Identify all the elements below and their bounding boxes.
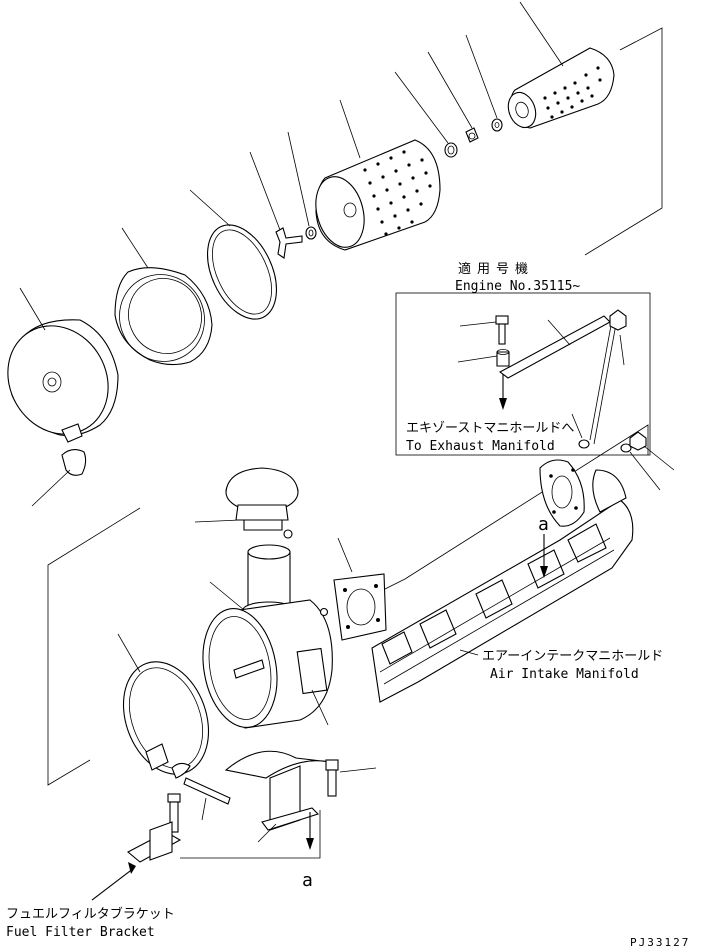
mount-bolt-right bbox=[325, 759, 377, 797]
air-cleaner-body bbox=[202, 544, 333, 729]
intake-label-en: Air Intake Manifold bbox=[490, 667, 639, 682]
inset-bolt bbox=[459, 315, 509, 345]
inset-applicable-jp: 適用号機 bbox=[458, 261, 534, 277]
flange-gasket bbox=[333, 537, 387, 641]
upper-group-outline bbox=[584, 27, 663, 256]
manifold-flange bbox=[539, 459, 585, 527]
drawing-id: PJ33127 bbox=[630, 936, 690, 949]
lower-group-outline bbox=[47, 424, 649, 859]
long-bolt bbox=[183, 777, 231, 821]
view-arrow-top bbox=[540, 534, 548, 578]
view-label-a-bottom: a bbox=[302, 870, 313, 891]
bracket-label-en: Fuel Filter Bracket bbox=[6, 925, 155, 940]
wing-bolt bbox=[249, 151, 303, 259]
fuel-filter-bracket bbox=[91, 821, 182, 901]
air-intake-manifold bbox=[371, 469, 634, 703]
evacuator-valve bbox=[31, 449, 87, 507]
inner-filter-element bbox=[315, 99, 441, 251]
inset-engine-no: Engine No.35115~ bbox=[455, 279, 580, 294]
view-arrow-bottom bbox=[306, 812, 314, 850]
washer-small bbox=[427, 51, 479, 143]
mount-bolt-left bbox=[167, 793, 181, 833]
inset-exhaust-jp: エキゾーストマニホールドへ bbox=[406, 421, 574, 436]
inset-box: 適用号機 Engine No.35115~ エキゾーストマニホールドへ To E… bbox=[395, 261, 651, 456]
inset-nut bbox=[571, 309, 627, 449]
bracket-label-jp: フュエルフィルタブラケット bbox=[6, 906, 175, 922]
rubber-sleeve bbox=[114, 227, 213, 366]
inset-spacer bbox=[457, 349, 510, 367]
outer-filter-element bbox=[507, 1, 615, 129]
inset-exhaust-en: To Exhaust Manifold bbox=[406, 439, 555, 454]
intake-label-jp: エアーインテークマニホールド bbox=[482, 649, 663, 664]
washer-mid bbox=[287, 131, 317, 240]
band-clamp bbox=[117, 633, 210, 775]
precleaner-hood bbox=[194, 467, 299, 539]
manifold-nuts bbox=[620, 431, 675, 491]
saddle-bracket bbox=[224, 750, 331, 843]
clamp-hook bbox=[171, 762, 191, 779]
air-cleaner-cap bbox=[7, 287, 119, 443]
gasket-ring bbox=[189, 189, 277, 320]
view-label-a-top: a bbox=[538, 514, 549, 535]
wing-nut-small bbox=[465, 34, 503, 132]
o-ring-small bbox=[394, 71, 458, 158]
